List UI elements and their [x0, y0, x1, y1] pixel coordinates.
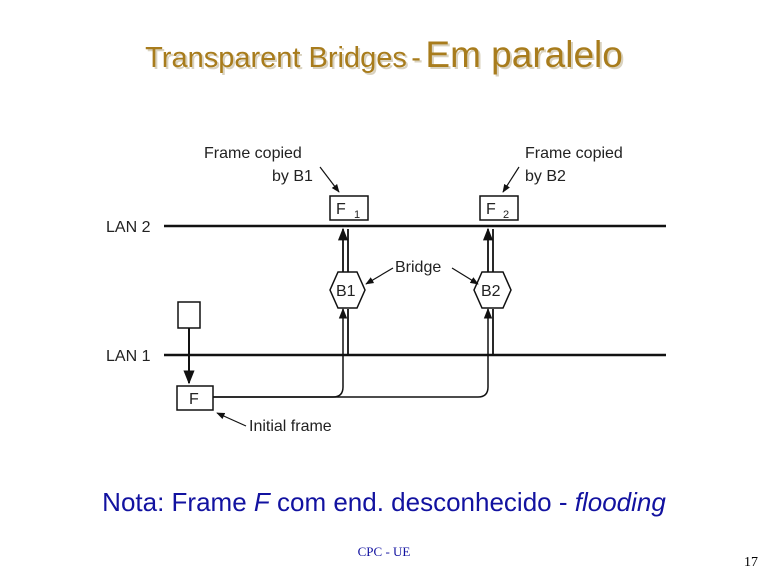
note-middle: com end. desconhecido -: [269, 487, 575, 517]
lan2-label: LAN 2: [106, 219, 151, 236]
note-var: F: [253, 487, 270, 517]
page-number: 17: [744, 555, 758, 570]
note-italic: flooding: [574, 487, 666, 517]
slide-footer: CPC - UE: [357, 544, 411, 559]
copied-b1-line2: by B1: [272, 168, 313, 185]
slide-title: Transparent Bridges - Em paralelo: [0, 34, 768, 76]
initial-frame-f: F: [189, 391, 199, 408]
frame-f1-box: [329, 195, 369, 221]
initial-frame-arrow: [216, 412, 247, 427]
bridge-b1-hexagon: [329, 271, 366, 309]
frame-f1-main: F: [336, 201, 346, 218]
note-prefix: Nota: Frame: [102, 487, 254, 517]
copied-b2-line1: Frame copied: [525, 145, 623, 162]
copied-b1-arrow: [319, 166, 340, 193]
copied-b2-line2: by B2: [525, 168, 566, 185]
initial-frame-label: Initial frame: [249, 418, 332, 435]
copied-b2-arrow: [502, 166, 520, 193]
bridge-b2-label: B2: [481, 283, 501, 300]
frame-path-to-b2: [213, 307, 493, 398]
title-part2: Em paralelo: [425, 34, 623, 75]
bridge-b1-label: B1: [336, 283, 356, 300]
bridge-label: Bridge: [395, 259, 441, 276]
frame-f2-main: F: [486, 201, 496, 218]
frame-f2-box: [479, 195, 519, 221]
frame-f1-sub: 1: [354, 209, 360, 221]
frame-path-to-b1: [213, 307, 348, 398]
bridge-arrow-b2: [451, 267, 479, 285]
initial-frame-box: [176, 385, 214, 411]
note-text: Nota: Frame F com end. desconhecido - fl…: [0, 487, 768, 518]
bridge-arrow-b1: [365, 267, 394, 285]
lan1-label: LAN 1: [106, 348, 151, 365]
copied-b1-line1: Frame copied: [204, 145, 302, 162]
title-dash: -: [411, 42, 421, 74]
title-part1: Transparent Bridges: [145, 42, 407, 74]
frame-f2-sub: 2: [503, 209, 509, 221]
host-station-icon: [177, 301, 201, 329]
bridge-b2-hexagon: [473, 271, 512, 309]
